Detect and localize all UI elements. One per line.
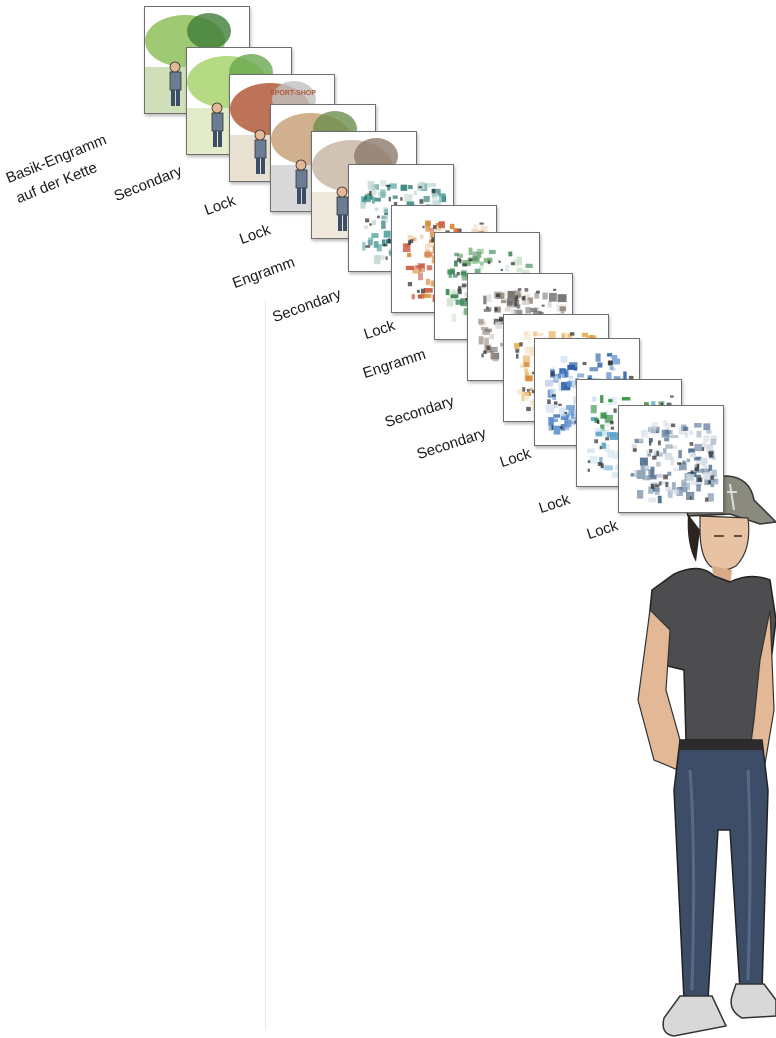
engram-label-10: Secondary: [383, 393, 456, 431]
engram-label-7: Secondary: [270, 285, 343, 326]
engram-label-5: Lock: [237, 221, 273, 248]
engram-label-4: Lock: [202, 192, 238, 219]
engram-label-6: Engramm: [230, 254, 297, 292]
sport-shop-sign: SPORT-SHOP: [270, 90, 316, 97]
engram-label-11: Secondary: [415, 425, 488, 463]
engram-label-12: Lock: [498, 445, 533, 471]
page-divider-line: [265, 300, 266, 1030]
engram-label-13: Lock: [537, 491, 572, 517]
young-man-illustration: [630, 470, 776, 1038]
engram-label-14: Lock: [585, 517, 620, 543]
engram-label-8: Lock: [362, 317, 397, 343]
engram-label-9: Engramm: [361, 346, 428, 382]
engram-card-13: [618, 405, 724, 513]
engram-label-3: Secondary: [112, 162, 185, 205]
